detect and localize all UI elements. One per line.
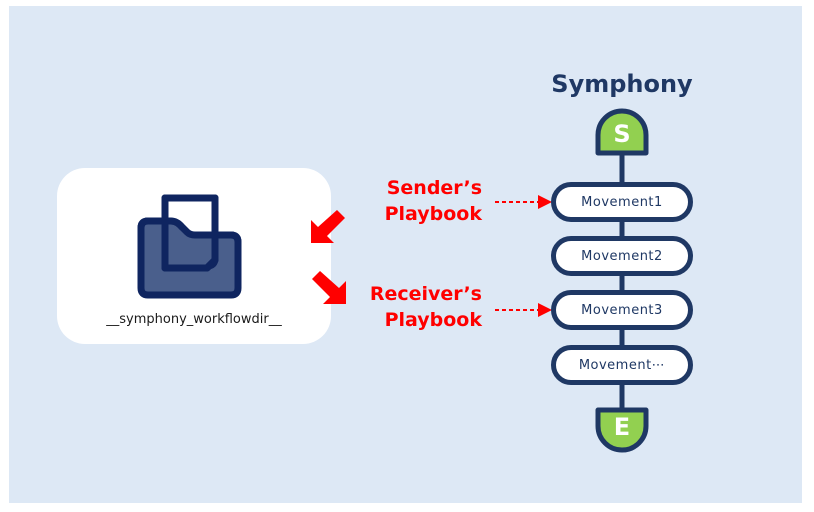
movement-node: Movement2 (551, 236, 693, 276)
arrow-out-of-directory-icon (312, 271, 346, 304)
start-stop-label: S (613, 120, 631, 148)
workflow-directory-label: __symphony_workflowdir__ (106, 312, 282, 327)
receiver-playbook-callout: Receiver’s Playbook (340, 281, 482, 333)
workflow-directory-card: __symphony_workflowdir__ (57, 168, 331, 344)
end-stop-label: E (613, 413, 631, 441)
sender-playbook-line2: Playbook (384, 203, 482, 225)
diagram-title: Symphony (551, 70, 693, 98)
movement-node: Movement⋯ (551, 345, 693, 385)
arrow-into-directory-icon (311, 210, 345, 243)
sender-playbook-callout: Sender’s Playbook (340, 175, 482, 227)
sender-playbook-line1: Sender’s (386, 177, 482, 199)
start-stop-shape (595, 108, 649, 156)
end-stop-shape (595, 407, 649, 453)
movement-node: Movement3 (551, 290, 693, 330)
sender-arrowhead (538, 195, 552, 209)
receiver-playbook-line1: Receiver’s (369, 283, 482, 305)
folder-with-document-icon (137, 194, 242, 299)
receiver-arrowhead (538, 303, 552, 317)
receiver-playbook-line2: Playbook (384, 309, 482, 331)
movement-node: Movement1 (551, 182, 693, 222)
